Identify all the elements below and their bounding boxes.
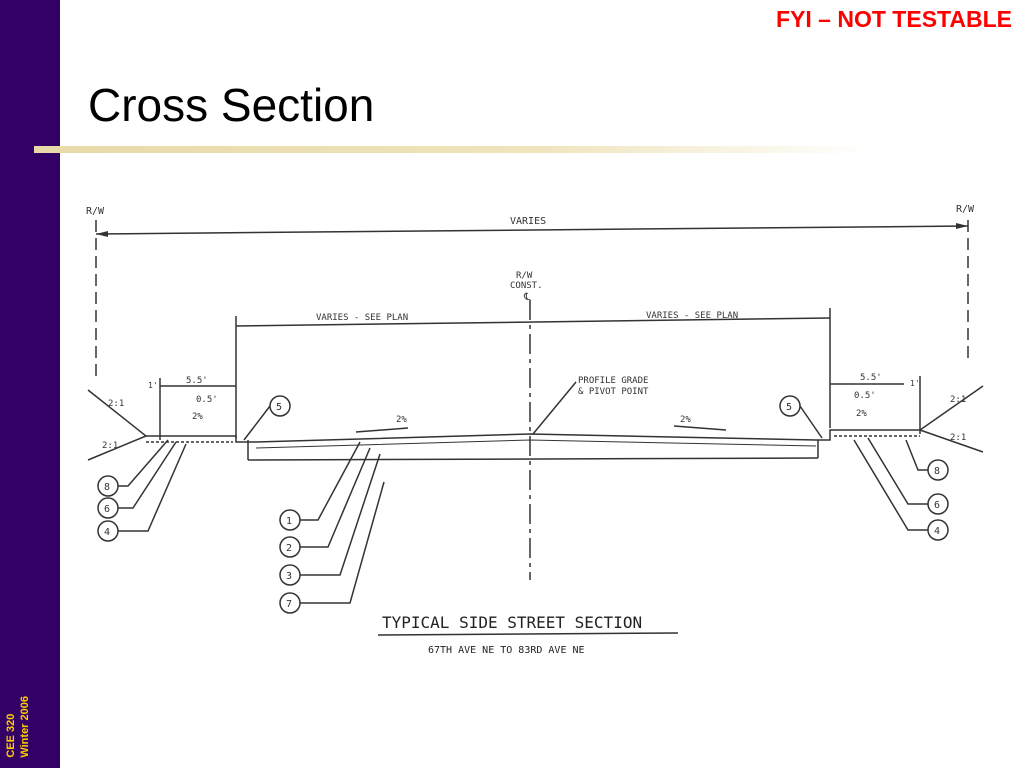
sidewalk-left xyxy=(146,435,256,443)
callout-4-right-label: 4 xyxy=(934,526,940,537)
arrow-head xyxy=(96,231,108,237)
leader-8-right xyxy=(905,439,928,471)
side-slope-label-right-bottom: 2:1 xyxy=(950,433,966,443)
callout-6-left-label: 6 xyxy=(104,504,110,515)
section-title: TYPICAL SIDE STREET SECTION xyxy=(382,613,642,632)
slide-title: Cross Section xyxy=(88,79,375,131)
callout-6-right-label: 6 xyxy=(934,500,940,511)
callout-5-left-label: 5 xyxy=(276,402,282,413)
callout-5-right-label: 5 xyxy=(786,402,792,413)
sidebar-bar: CEE 320 Winter 2006 xyxy=(0,0,60,768)
buffer-left: 1' xyxy=(148,381,158,390)
leader-4-right xyxy=(853,439,928,531)
sidewalk-slope-left: 2% xyxy=(192,412,203,422)
lane-slope-right: 2% xyxy=(680,415,691,425)
road-subgrade xyxy=(247,457,819,461)
arrow-head xyxy=(956,223,968,229)
title-underline xyxy=(34,146,874,153)
side-slope-label-left-bottom: 2:1 xyxy=(102,441,118,451)
offset-right: 0.5' xyxy=(854,391,876,401)
offset-left: 0.5' xyxy=(196,395,218,405)
lane-slope-left: 2% xyxy=(396,415,407,425)
varies-dimension-line xyxy=(95,225,969,235)
side-slope-label-right-top: 2:1 xyxy=(950,395,966,405)
side-slope-right xyxy=(918,385,984,453)
callout-1-label: 1 xyxy=(286,516,292,527)
course-term: Winter 2006 xyxy=(19,696,31,758)
see-plan-dimension-line xyxy=(235,317,831,327)
callout-3-label: 3 xyxy=(286,571,292,582)
side-slope-label-left-top: 2:1 xyxy=(108,399,124,409)
sidewalk-width-right: 5.5' xyxy=(860,373,882,383)
section-title-underline xyxy=(377,632,679,636)
center-cl-symbol: ℄ xyxy=(523,292,531,303)
leader-3 xyxy=(300,453,381,576)
leader-2 xyxy=(300,447,371,548)
slope-arrow-left xyxy=(355,427,409,433)
leader-6-right xyxy=(867,437,928,505)
varies-label: VARIES xyxy=(510,216,546,227)
course-info: CEE 320 Winter 2006 xyxy=(4,696,32,758)
fyi-tag: FYI – NOT TESTABLE xyxy=(776,6,1012,32)
leader-4-left xyxy=(118,443,187,532)
side-slope-left xyxy=(87,389,148,461)
see-plan-label-left: VARIES - SEE PLAN xyxy=(316,313,408,323)
callout-8-right-label: 8 xyxy=(934,466,940,477)
rw-label-right: R/W xyxy=(956,204,975,215)
cross-section-drawing: R/W R/W VARIES R/W CONST. ℄ VARIES - SEE… xyxy=(78,190,998,670)
section-subtitle: 67TH AVE NE TO 83RD AVE NE xyxy=(428,645,585,656)
profile-grade-leader xyxy=(532,381,577,435)
see-plan-label-right: VARIES - SEE PLAN xyxy=(646,311,738,321)
sidewalk-width-left: 5.5' xyxy=(186,376,208,386)
leader-1 xyxy=(300,441,361,521)
callout-8-left-label: 8 xyxy=(104,482,110,493)
cross-section-svg: R/W R/W VARIES R/W CONST. ℄ VARIES - SEE… xyxy=(86,204,984,656)
callout-4-left-label: 4 xyxy=(104,527,110,538)
rw-label-left: R/W xyxy=(86,206,105,217)
leader-5-left xyxy=(243,405,271,441)
profile-grade-label: PROFILE GRADE xyxy=(578,376,648,386)
course-code: CEE 320 xyxy=(5,713,17,758)
leader-5-right xyxy=(799,405,823,439)
callout-7-label: 7 xyxy=(286,599,292,610)
road-base-line xyxy=(255,439,817,449)
leader-8-left xyxy=(118,439,169,487)
center-rw-label: R/W xyxy=(516,271,533,281)
sidewalk-right xyxy=(816,429,920,441)
leader-7 xyxy=(300,481,385,604)
sidewalk-slope-right: 2% xyxy=(856,409,867,419)
buffer-right: 1' xyxy=(910,379,920,388)
center-const-label: CONST. xyxy=(510,281,543,291)
callout-2-label: 2 xyxy=(286,543,292,554)
slope-arrow-right xyxy=(673,425,727,431)
leader-6-left xyxy=(118,441,177,509)
pivot-point-label: & PIVOT POINT xyxy=(578,387,649,397)
road-surface xyxy=(255,433,817,443)
